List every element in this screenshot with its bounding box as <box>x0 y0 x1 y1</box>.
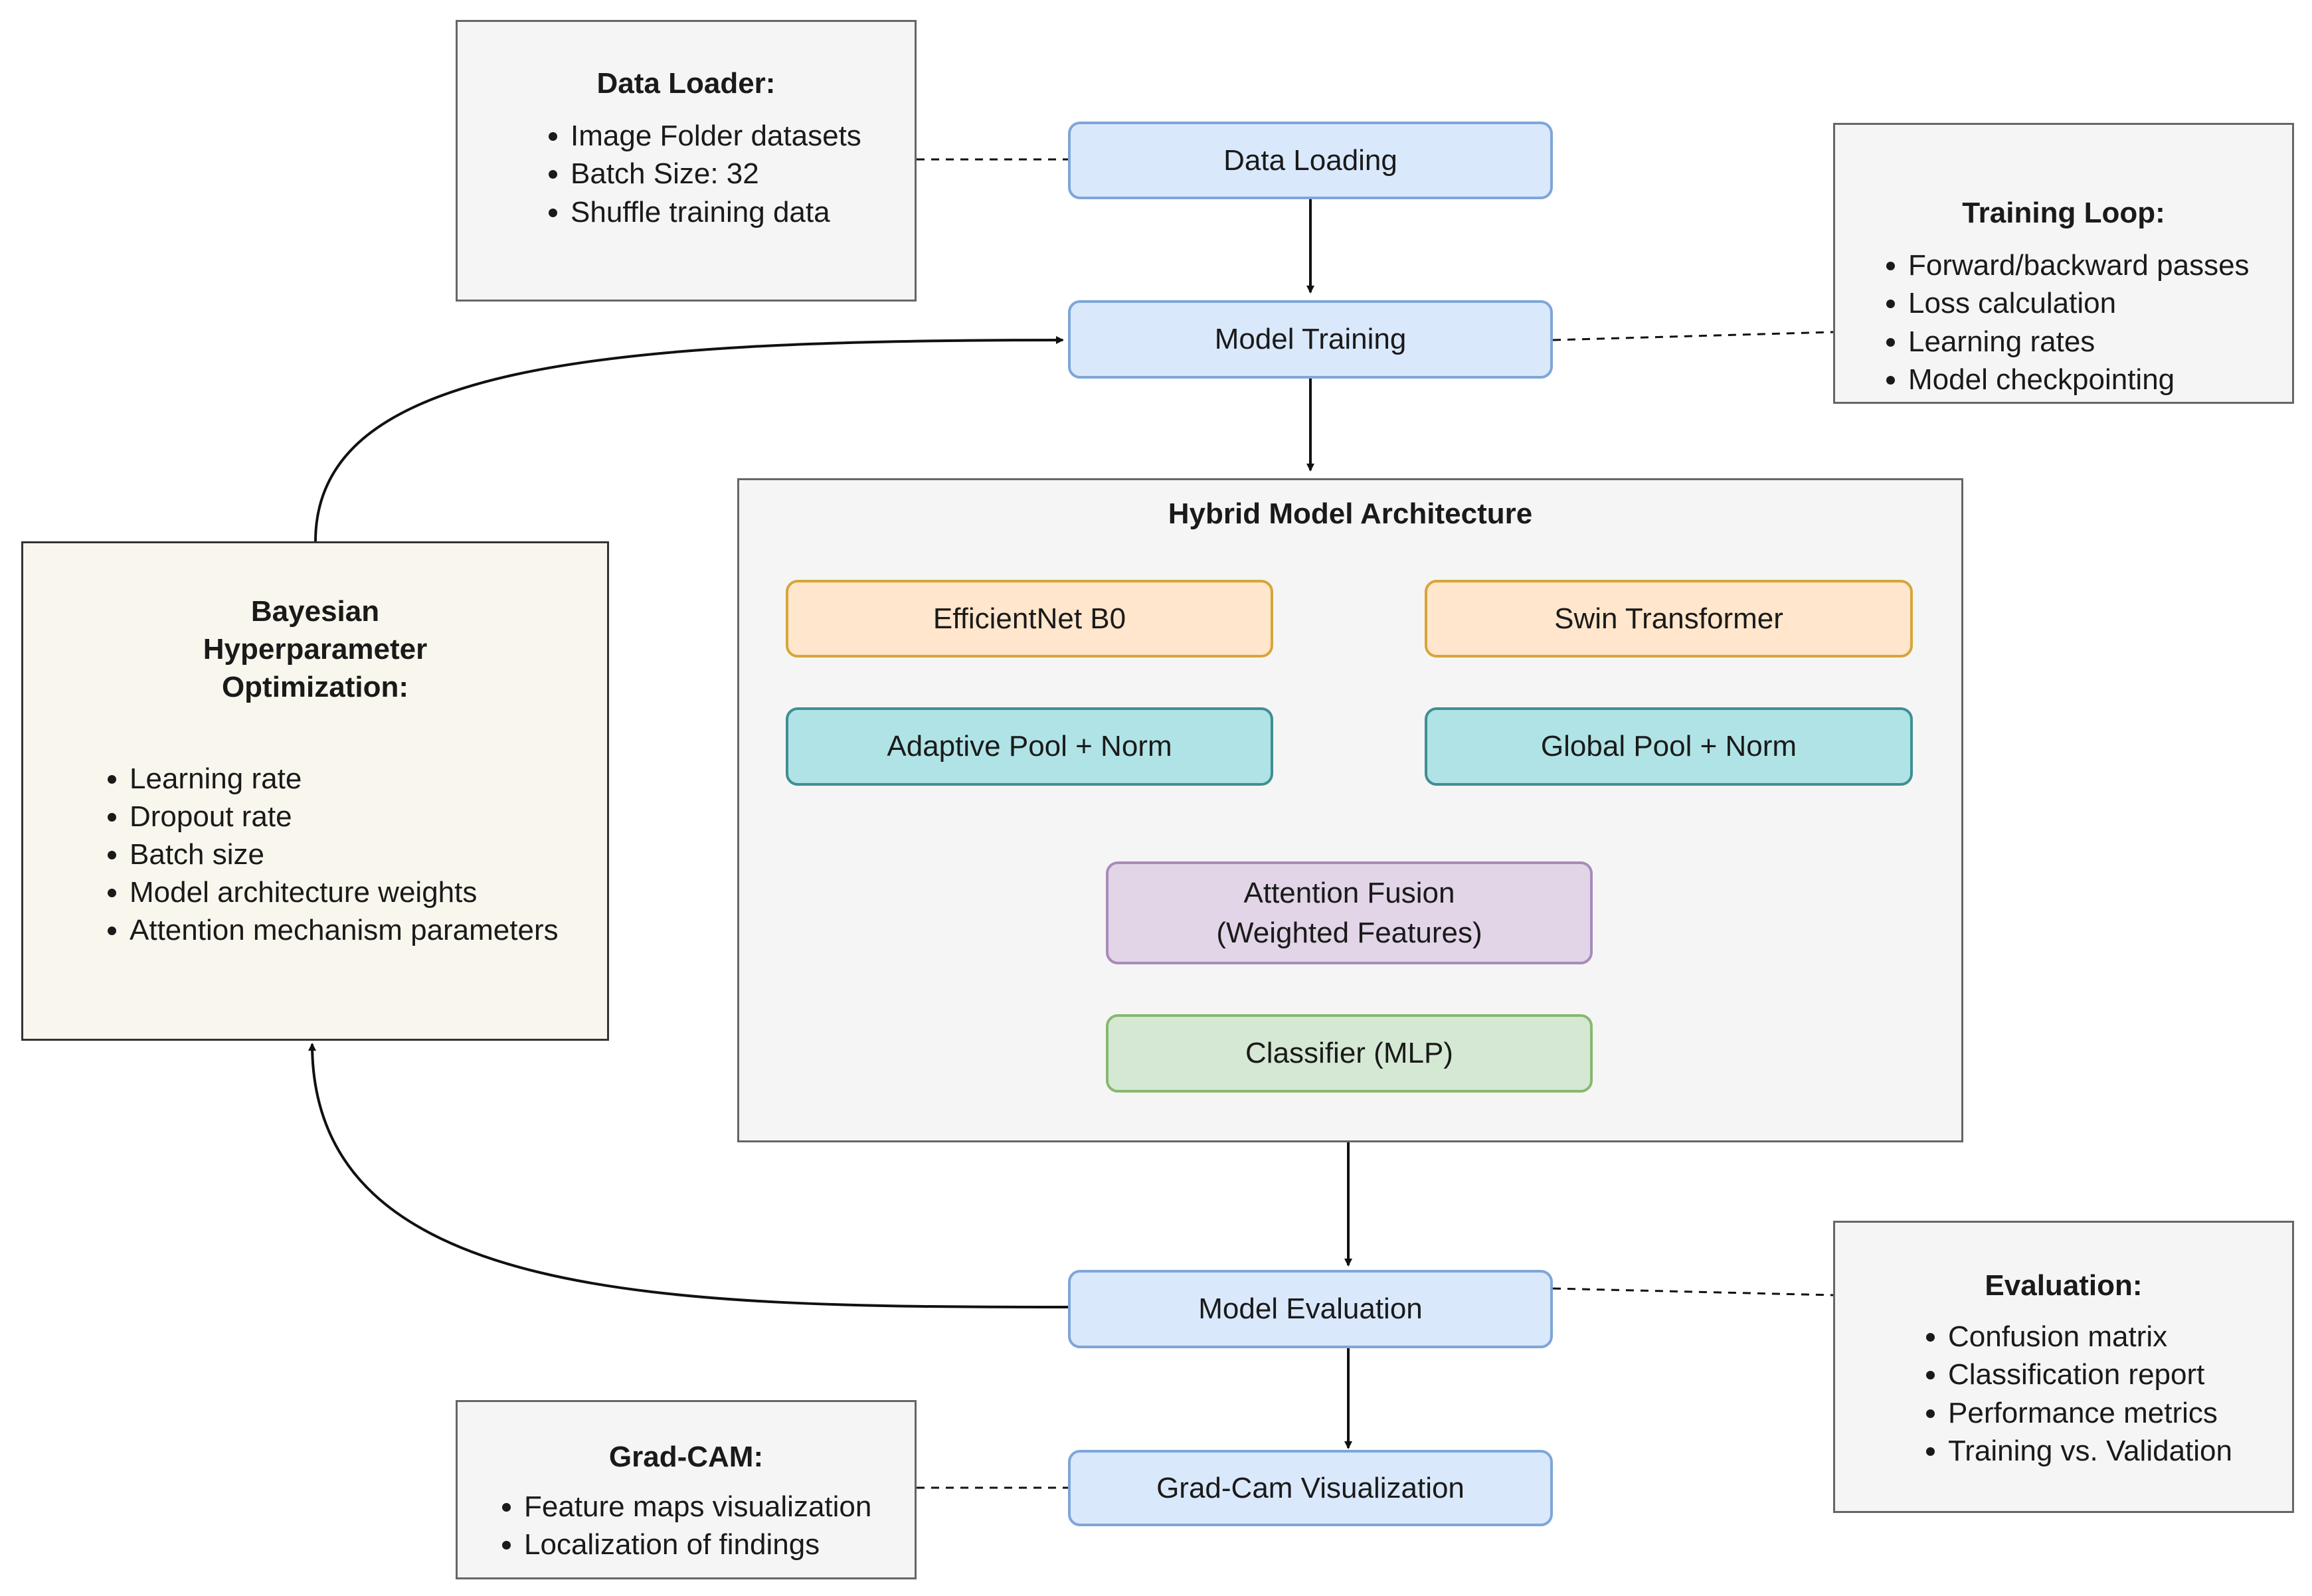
list-item: Performance metrics <box>1948 1394 2279 1432</box>
gradcam-note: Grad-CAM: Feature maps visualization Loc… <box>456 1400 917 1579</box>
list-item: Localization of findings <box>524 1526 901 1563</box>
model-evaluation-label: Model Evaluation <box>1198 1292 1423 1326</box>
list-item: Forward/backward passes <box>1908 246 2279 284</box>
adaptive-pool-label: Adaptive Pool + Norm <box>887 730 1172 763</box>
bayesian-title-line3: Optimization: <box>221 671 409 704</box>
model-evaluation-node[interactable]: Model Evaluation <box>1068 1270 1553 1348</box>
attention-fusion-line2: (Weighted Features) <box>1216 916 1482 949</box>
efficientnet-node[interactable]: EfficientNet B0 <box>786 580 1273 658</box>
dashed-link-training-loop <box>1552 331 1834 341</box>
arrow-bayesian-to-training <box>314 336 1064 542</box>
list-item: Training vs. Validation <box>1948 1432 2279 1470</box>
attention-fusion-line1: Attention Fusion <box>1243 877 1455 910</box>
model-training-node[interactable]: Model Training <box>1068 300 1553 379</box>
data-loading-label: Data Loading <box>1223 143 1397 177</box>
architecture-title: Hybrid Model Architecture <box>1168 497 1533 530</box>
global-pool-label: Global Pool + Norm <box>1540 730 1797 763</box>
list-item: Classification report <box>1948 1356 2279 1393</box>
data-loading-node[interactable]: Data Loading <box>1068 122 1553 199</box>
bayesian-title-line1: Bayesian <box>250 595 380 628</box>
bayesian-title: Bayesian Hyperparameter Optimization: <box>30 592 600 707</box>
efficientnet-label: EfficientNet B0 <box>933 602 1126 635</box>
arrow-evaluation-to-bayesian <box>308 1043 1069 1308</box>
list-item: Image Folder datasets <box>571 117 895 155</box>
list-item: Loss calculation <box>1908 284 2279 322</box>
training-loop-title: Training Loop: <box>1962 197 2165 229</box>
bayesian-title-line2: Hyperparameter <box>203 633 428 666</box>
model-training-label: Model Training <box>1214 323 1407 356</box>
dashed-link-evaluation <box>1552 1287 1834 1296</box>
list-item: Dropout rate <box>130 798 600 836</box>
evaluation-title: Evaluation: <box>1985 1269 2143 1302</box>
bayesian-optimization-box: Bayesian Hyperparameter Optimization: Le… <box>21 541 609 1041</box>
adaptive-pool-node[interactable]: Adaptive Pool + Norm <box>786 707 1273 786</box>
attention-fusion-label: Attention Fusion (Weighted Features) <box>1216 873 1482 952</box>
classifier-label: Classifier (MLP) <box>1245 1037 1453 1070</box>
attention-fusion-node[interactable]: Attention Fusion (Weighted Features) <box>1106 861 1593 964</box>
list-item: Batch Size: 32 <box>571 155 895 193</box>
list-item: Model checkpointing <box>1908 361 2279 399</box>
evaluation-note: Evaluation: Confusion matrix Classificat… <box>1833 1221 2294 1513</box>
list-item: Learning rate <box>130 760 600 798</box>
swin-transformer-node[interactable]: Swin Transformer <box>1425 580 1913 658</box>
list-item: Batch size <box>130 836 600 873</box>
global-pool-node[interactable]: Global Pool + Norm <box>1425 707 1913 786</box>
data-loader-title: Data Loader: <box>596 67 776 100</box>
list-item: Attention mechanism parameters <box>130 911 600 949</box>
list-item: Model architecture weights <box>130 873 600 911</box>
list-item: Shuffle training data <box>571 193 895 231</box>
gradcam-visualization-label: Grad-Cam Visualization <box>1156 1471 1465 1504</box>
list-item: Feature maps visualization <box>524 1488 901 1526</box>
list-item: Learning rates <box>1908 323 2279 361</box>
data-loader-note: Data Loader: Image Folder datasets Batch… <box>456 20 917 302</box>
gradcam-title: Grad-CAM: <box>608 1441 764 1473</box>
swin-transformer-label: Swin Transformer <box>1554 602 1783 635</box>
list-item: Confusion matrix <box>1948 1318 2279 1356</box>
classifier-node[interactable]: Classifier (MLP) <box>1106 1014 1593 1093</box>
training-loop-note: Training Loop: Forward/backward passes L… <box>1833 123 2294 404</box>
gradcam-visualization-node[interactable]: Grad-Cam Visualization <box>1068 1450 1553 1526</box>
